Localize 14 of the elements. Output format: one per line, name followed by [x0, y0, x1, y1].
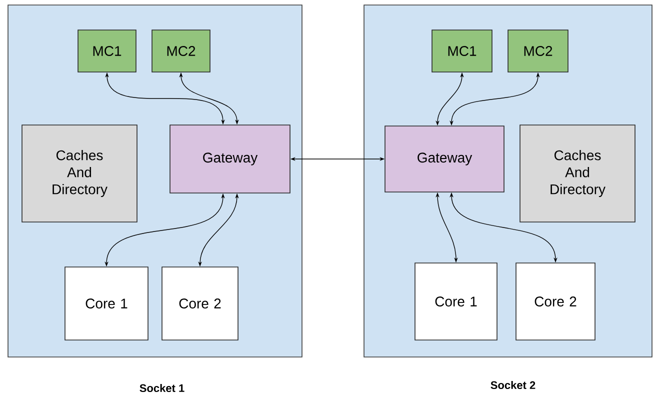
gateway-box: Gateway [384, 126, 504, 192]
memory-controller-box: MC2 [508, 30, 568, 72]
core-box: Core 2 [162, 266, 238, 340]
node-label: Socket 1 [140, 384, 184, 392]
core-box: Core 2 [516, 262, 596, 340]
memory-controller-box: MC1 [432, 30, 492, 72]
gateway-box: Gateway [170, 124, 290, 194]
core-box: Core 1 [414, 262, 498, 340]
node-label: Socket 2 [490, 380, 536, 390]
memory-controller-box: MC1 [78, 30, 136, 72]
cache-box: Caches And Directory [22, 124, 138, 222]
memory-controller-box: MC2 [152, 30, 210, 72]
core-box: Core 1 [64, 266, 148, 340]
cache-box: Caches And Directory [520, 124, 636, 222]
